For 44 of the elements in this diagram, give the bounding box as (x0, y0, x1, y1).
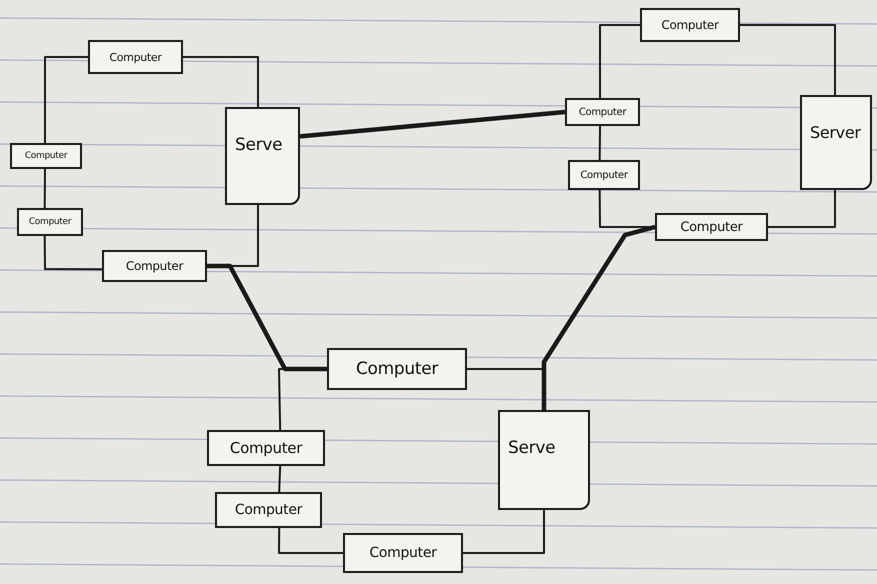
computer-box (88, 40, 183, 74)
computer-label: Computer (109, 50, 162, 64)
network-line (44, 236, 102, 270)
computer-box (568, 160, 640, 190)
computer-box (10, 143, 82, 169)
computer-box (343, 533, 463, 573)
network-line (278, 528, 343, 554)
computer-box (215, 492, 322, 528)
computer-label: Computer (661, 18, 719, 32)
network-line (183, 56, 259, 107)
computer-box (102, 250, 207, 282)
server-label: Serve (508, 438, 556, 458)
thick-link-line (207, 264, 327, 372)
computer-box (207, 430, 325, 466)
server-box (225, 107, 300, 205)
server-label: Serve (235, 135, 282, 155)
thick-link-line (542, 224, 656, 410)
computer-label: Computer (28, 217, 72, 227)
network-line (740, 24, 836, 95)
network-line (463, 510, 545, 554)
computer-box (655, 213, 768, 241)
server-box (800, 95, 872, 190)
network-line (598, 126, 602, 160)
computer-label: Computer (234, 502, 302, 518)
computer-label: Computer (356, 359, 438, 379)
computer-label: Computer (24, 151, 68, 161)
computer-label: Computer (230, 439, 302, 457)
server-box (498, 410, 590, 510)
thick-link-line (300, 110, 566, 139)
computer-box (640, 8, 740, 42)
computer-box (327, 348, 467, 390)
computer-label: Computer (369, 545, 437, 561)
network-line (278, 466, 282, 492)
computer-label: Computer (680, 220, 743, 234)
network-line (599, 24, 640, 98)
network-line (44, 169, 46, 208)
computer-box (17, 208, 83, 236)
computer-box (565, 98, 640, 126)
server-label: Server (810, 123, 861, 142)
computer-label: Computer (580, 170, 628, 180)
computer-label: Computer (578, 106, 626, 118)
network-line (768, 190, 836, 228)
computer-label: Computer (126, 259, 184, 273)
network-line (44, 56, 88, 143)
